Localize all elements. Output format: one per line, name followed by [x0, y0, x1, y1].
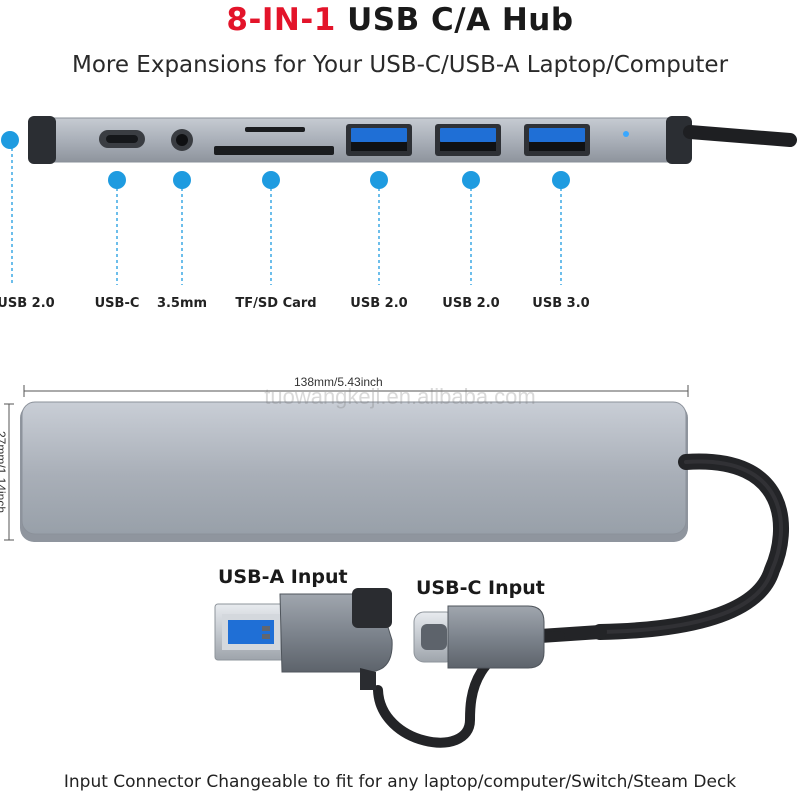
callout-dot-usb30: [552, 171, 570, 189]
page-subtitle: More Expansions for Your USB-C/USB-A Lap…: [71, 52, 729, 78]
length-dimension-label: 138mm/5.43inch: [294, 375, 383, 389]
port-label-usb20-b: USB 2.0: [442, 296, 500, 311]
dimension-lines: [4, 385, 689, 541]
usb-a-port-1: [346, 124, 412, 156]
hub-right-cap: [666, 116, 692, 164]
port-label-usb20-a: USB 2.0: [350, 296, 408, 311]
callout-dot-usb20-b: [462, 171, 480, 189]
usb-c-input-label: USB-C Input: [416, 577, 545, 599]
usb-c-plug: [413, 605, 545, 669]
port-label-card: TF/SD Card: [235, 296, 317, 311]
title-rest: USB C/A Hub: [335, 2, 574, 38]
port-label-audio: 3.5mm: [156, 296, 208, 311]
hub-top-view: [20, 401, 688, 542]
callout-dot-card: [262, 171, 280, 189]
callout-dot-usb20-side: [1, 131, 19, 149]
callout-dot-audio: [173, 171, 191, 189]
hub-left-cap: [28, 116, 56, 164]
hub-cable-side: [683, 125, 797, 147]
hub-side-view: [28, 116, 797, 164]
sd-card-slot: [214, 146, 334, 155]
port-label-usb20-side: USB 2.0: [0, 296, 55, 311]
callout-dot-usbc: [108, 171, 126, 189]
usb-a-port-2: [435, 124, 501, 156]
page-title: 8-IN-1 USB C/A Hub: [0, 2, 800, 38]
port-callouts: [11, 148, 562, 285]
status-led: [623, 131, 629, 137]
port-label-usbc: USB-C: [94, 296, 140, 311]
usb-a-plug: [214, 588, 393, 690]
audio-jack-port: [171, 129, 193, 151]
watermark: tuowangkeji.en.alibaba.com: [264, 384, 536, 409]
footer-caption: Input Connector Changeable to fit for an…: [63, 772, 737, 792]
port-label-usb30: USB 3.0: [532, 296, 590, 311]
usb-a-port-3: [524, 124, 590, 156]
title-accent: 8-IN-1: [226, 2, 336, 38]
height-dimension-label: 27mm/1.14inch: [0, 430, 9, 514]
tf-card-slot: [245, 127, 305, 132]
callout-dot-usb20-a: [370, 171, 388, 189]
usb-a-input-label: USB-A Input: [218, 566, 348, 588]
usbc-port: [99, 130, 145, 148]
